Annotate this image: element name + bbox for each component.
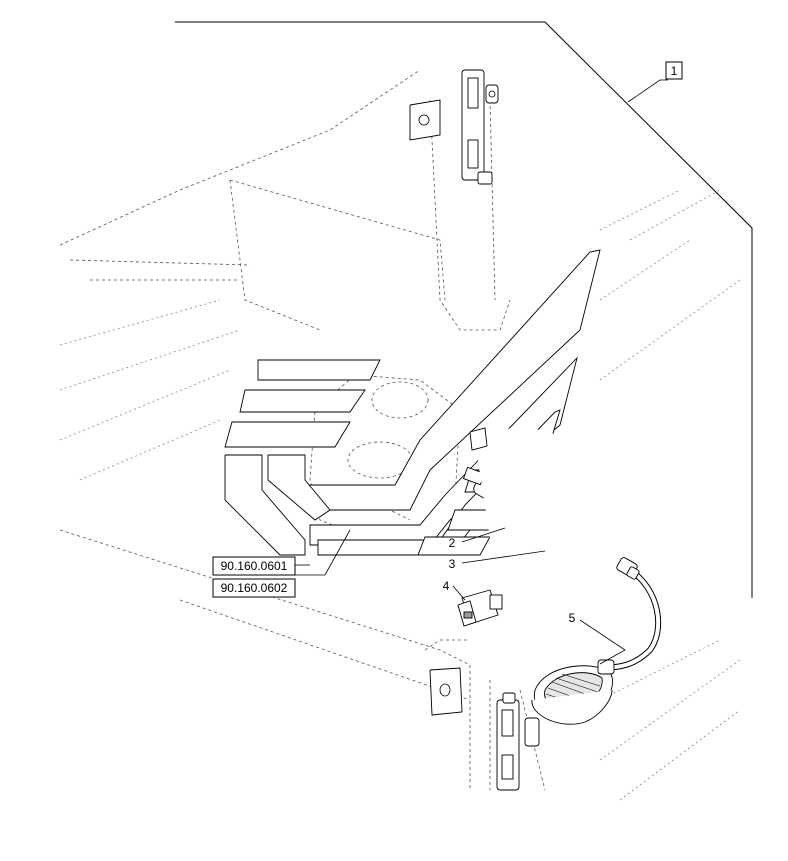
reference-box-b[interactable]: 90.160.0602 [212,578,296,598]
leader-lines [295,79,668,665]
item-5-foot-switch [531,557,662,725]
callout-1-label: 1 [671,64,678,78]
reference-box-a[interactable]: 90.160.0601 [212,556,296,576]
callout-5-label: 5 [569,611,576,625]
reference-label-b: 90.160.0602 [221,581,288,595]
upper-hinge [409,69,499,185]
callout-2-label: 2 [449,536,456,550]
cab-background [59,69,741,801]
item-4-harness [457,427,605,627]
callout-3-label: 3 [449,557,456,571]
callout-4-label: 4 [443,579,450,593]
frame-outline [175,21,753,598]
callout-1: 1 [665,61,683,80]
lower-hinge [429,667,540,791]
reference-label-a: 90.160.0601 [221,559,288,573]
